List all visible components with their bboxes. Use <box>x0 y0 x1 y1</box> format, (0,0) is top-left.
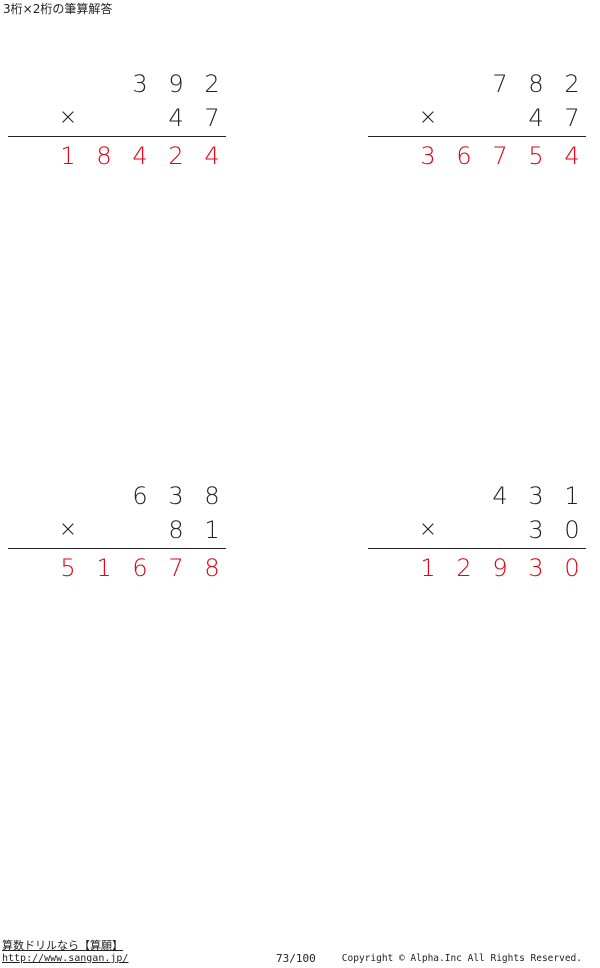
answer-row: 1 2 9 3 0 <box>368 552 588 584</box>
multiply-sign: × <box>58 105 78 130</box>
digit: 4 <box>168 104 184 132</box>
answer-digit: 5 <box>528 142 544 170</box>
digit: 7 <box>564 104 580 132</box>
digit: 3 <box>528 482 544 510</box>
digit: 4 <box>492 482 508 510</box>
multiply-sign: × <box>418 517 438 542</box>
digit: 2 <box>204 70 220 98</box>
multiplication-problem: 6 3 8 × 8 1 5 1 6 7 8 <box>8 480 228 600</box>
answer-digit: 8 <box>204 554 220 582</box>
answer-digit: 1 <box>96 554 112 582</box>
multiplier-row: × 4 7 <box>8 102 228 134</box>
multiplication-problem: 4 3 1 × 3 0 1 2 9 3 0 <box>368 480 588 600</box>
digit: 7 <box>204 104 220 132</box>
footer-url-link[interactable]: http://www.sangan.jp/ <box>2 953 129 964</box>
answer-digit: 0 <box>564 554 580 582</box>
answer-row: 1 8 4 2 4 <box>8 140 228 172</box>
answer-digit: 3 <box>528 554 544 582</box>
answer-digit: 6 <box>132 554 148 582</box>
digit: 8 <box>204 482 220 510</box>
digit: 3 <box>132 70 148 98</box>
multiplication-problem: 7 8 2 × 4 7 3 6 7 5 4 <box>368 68 588 188</box>
answer-digit: 4 <box>132 142 148 170</box>
digit: 9 <box>168 70 184 98</box>
multiplier-row: × 8 1 <box>8 514 228 546</box>
digit: 4 <box>528 104 544 132</box>
digit: 8 <box>528 70 544 98</box>
digit: 1 <box>204 516 220 544</box>
multiplication-problem: 3 9 2 × 4 7 1 8 4 2 4 <box>8 68 228 188</box>
answer-digit: 1 <box>60 142 76 170</box>
answer-digit: 4 <box>204 142 220 170</box>
multiplicand-row: 4 3 1 <box>368 480 588 512</box>
answer-row: 5 1 6 7 8 <box>8 552 228 584</box>
page-number: 73/100 <box>276 952 316 965</box>
answer-digit: 7 <box>168 554 184 582</box>
sum-line <box>8 136 226 137</box>
copyright-notice: Copyright © Alpha.Inc All Rights Reserve… <box>341 953 582 964</box>
answer-digit: 7 <box>492 142 508 170</box>
footer-brand-link[interactable]: 算数ドリルなら【算願】 <box>2 939 123 952</box>
answer-digit: 4 <box>564 142 580 170</box>
answer-row: 3 6 7 5 4 <box>368 140 588 172</box>
answer-digit: 3 <box>420 142 436 170</box>
digit: 0 <box>564 516 580 544</box>
page-title: 3桁×2桁の筆算解答 <box>3 2 113 16</box>
multiplicand-row: 6 3 8 <box>8 480 228 512</box>
answer-digit: 2 <box>456 554 472 582</box>
answer-digit: 6 <box>456 142 472 170</box>
digit: 3 <box>168 482 184 510</box>
answer-digit: 5 <box>60 554 76 582</box>
digit: 3 <box>528 516 544 544</box>
digit: 6 <box>132 482 148 510</box>
sum-line <box>368 548 586 549</box>
sum-line <box>8 548 226 549</box>
digit: 8 <box>168 516 184 544</box>
answer-digit: 8 <box>96 142 112 170</box>
multiplier-row: × 3 0 <box>368 514 588 546</box>
sum-line <box>368 136 586 137</box>
answer-digit: 9 <box>492 554 508 582</box>
multiplicand-row: 3 9 2 <box>8 68 228 100</box>
multiplier-row: × 4 7 <box>368 102 588 134</box>
answer-digit: 2 <box>168 142 184 170</box>
answer-digit: 1 <box>420 554 436 582</box>
multiply-sign: × <box>418 105 438 130</box>
multiply-sign: × <box>58 517 78 542</box>
multiplicand-row: 7 8 2 <box>368 68 588 100</box>
digit: 7 <box>492 70 508 98</box>
digit: 2 <box>564 70 580 98</box>
digit: 1 <box>564 482 580 510</box>
